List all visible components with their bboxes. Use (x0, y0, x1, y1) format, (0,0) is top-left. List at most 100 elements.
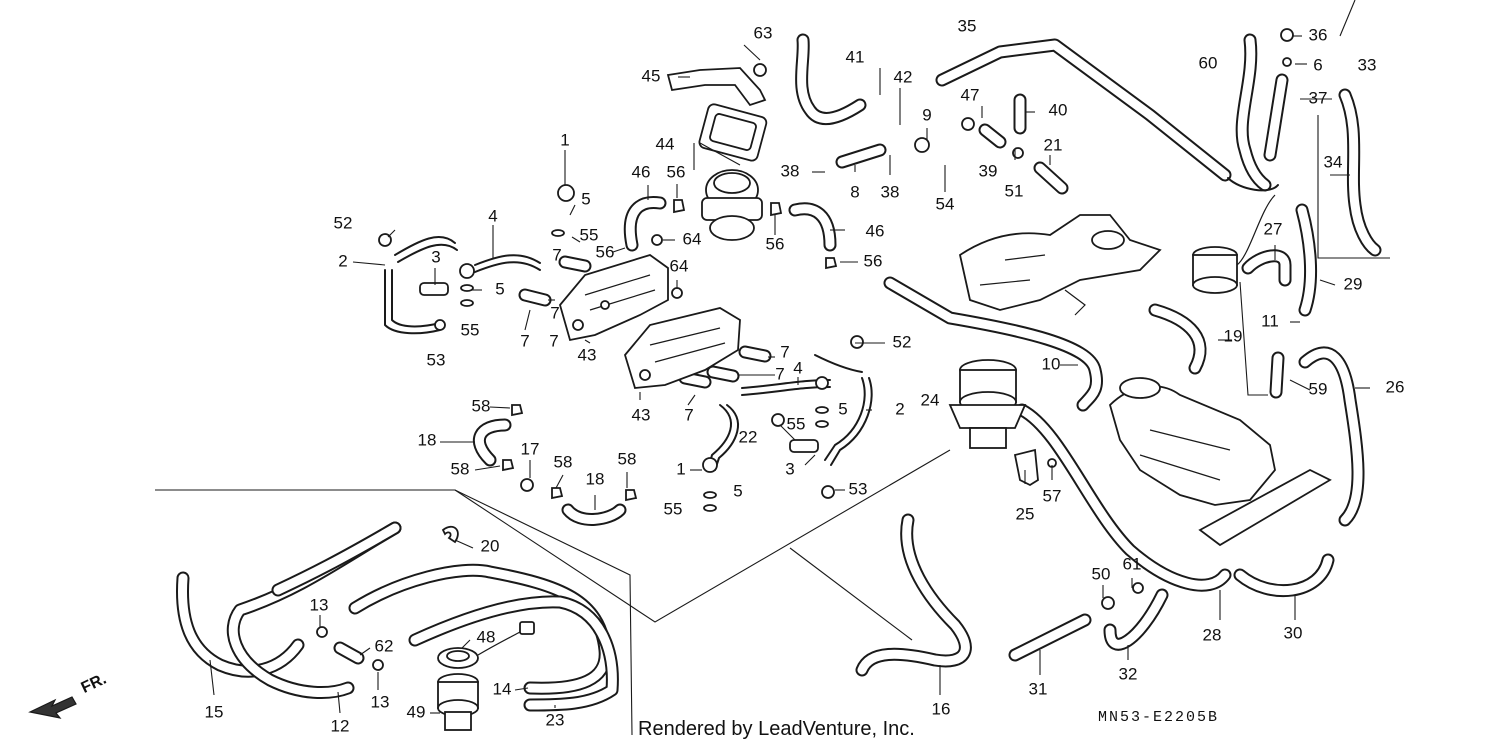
label-34: 34 (1324, 152, 1343, 171)
label-63: 63 (754, 23, 773, 42)
label-7c: 7 (550, 303, 559, 322)
label-5a: 5 (581, 189, 590, 208)
label-13a: 13 (310, 595, 329, 614)
label-8: 8 (850, 182, 859, 201)
label-44: 44 (656, 134, 675, 153)
label-23: 23 (546, 710, 565, 729)
render-credit: Rendered by LeadVenture, Inc. (638, 718, 915, 740)
label-58d: 58 (618, 449, 637, 468)
front-marker-label: FR. (79, 671, 110, 697)
label-49: 49 (407, 702, 426, 721)
label-40: 40 (1049, 100, 1068, 119)
label-25: 25 (1016, 504, 1035, 523)
label-3: 3 (431, 247, 440, 266)
label-64b: 64 (670, 256, 689, 275)
label-56d: 56 (864, 251, 883, 270)
label-13b: 13 (371, 692, 390, 711)
diagram-code: MN53-E2205B (1098, 709, 1220, 726)
label-48: 48 (477, 627, 496, 646)
label-7g: 7 (684, 405, 693, 424)
canister-49 (437, 673, 479, 731)
label-4b: 4 (793, 358, 802, 377)
label-38a: 38 (781, 161, 800, 180)
label-51: 51 (1005, 181, 1024, 200)
label-15: 15 (205, 702, 224, 721)
label-36: 36 (1309, 25, 1328, 44)
part-labels: 1 1 2 2 3 3 4 4 5 5 5 5 6 7 7 7 7 7 7 7 … (79, 16, 1405, 735)
solenoid-valve-11 (1192, 194, 1276, 294)
label-7f: 7 (775, 364, 784, 383)
label-58b: 58 (451, 459, 470, 478)
air-suction-valve (698, 103, 768, 241)
label-62: 62 (375, 636, 394, 655)
label-18a: 18 (418, 430, 437, 449)
label-46b: 46 (866, 221, 885, 240)
label-2: 2 (338, 251, 347, 270)
label-5d: 5 (733, 481, 742, 500)
pcv-module-upper (559, 254, 669, 342)
reference-lines (155, 115, 1390, 736)
label-56c: 56 (766, 234, 785, 253)
label-38b: 38 (881, 182, 900, 201)
label-39: 39 (979, 161, 998, 180)
label-55d: 55 (664, 499, 683, 518)
label-17: 17 (521, 439, 540, 458)
label-7a: 7 (552, 245, 561, 264)
fasteners (316, 28, 1294, 671)
front-arrow-icon (28, 696, 77, 719)
label-9: 9 (922, 105, 931, 124)
label-19: 19 (1224, 326, 1243, 345)
label-7b: 7 (520, 331, 529, 350)
label-6: 6 (1313, 55, 1322, 74)
label-61: 61 (1123, 554, 1142, 573)
label-64a: 64 (683, 229, 702, 248)
label-4: 4 (488, 206, 497, 225)
label-12: 12 (331, 716, 350, 735)
label-56b: 56 (596, 242, 615, 261)
label-47: 47 (961, 85, 980, 104)
hoses (176, 33, 1382, 712)
label-1b: 1 (676, 459, 685, 478)
label-55c: 55 (787, 414, 806, 433)
label-57: 57 (1043, 486, 1062, 505)
label-28: 28 (1203, 625, 1222, 644)
label-55b: 55 (461, 320, 480, 339)
label-52b: 52 (893, 332, 912, 351)
label-3b: 3 (785, 459, 794, 478)
label-58a: 58 (472, 396, 491, 415)
label-11: 11 (1261, 311, 1279, 330)
label-53b: 53 (849, 479, 868, 498)
label-56a: 56 (667, 162, 686, 181)
label-43a: 43 (578, 345, 597, 364)
label-52a: 52 (334, 213, 353, 232)
label-31: 31 (1029, 679, 1048, 698)
label-58c: 58 (554, 452, 573, 471)
label-54: 54 (936, 194, 955, 213)
label-24: 24 (921, 390, 940, 409)
label-21: 21 (1044, 135, 1063, 154)
label-60: 60 (1199, 53, 1218, 72)
washers (419, 229, 829, 512)
label-22: 22 (739, 427, 758, 446)
label-18b: 18 (586, 469, 605, 488)
label-5b: 5 (495, 279, 504, 298)
pcv-module-lower (623, 307, 741, 389)
label-55a: 55 (580, 225, 599, 244)
label-7d: 7 (549, 331, 558, 350)
intake-manifold-lower (1108, 377, 1332, 547)
leader-lines (209, 0, 1370, 714)
label-45: 45 (642, 66, 661, 85)
label-27: 27 (1264, 219, 1283, 238)
components (28, 28, 1332, 731)
label-37: 37 (1309, 88, 1328, 107)
label-53a: 53 (427, 350, 446, 369)
label-10: 10 (1042, 354, 1061, 373)
label-43b: 43 (632, 405, 651, 424)
label-2b: 2 (895, 399, 904, 418)
label-26: 26 (1386, 377, 1405, 396)
label-33: 33 (1358, 55, 1377, 74)
label-20: 20 (481, 536, 500, 555)
label-5c: 5 (838, 399, 847, 418)
label-30: 30 (1284, 623, 1303, 642)
label-7e: 7 (780, 342, 789, 361)
